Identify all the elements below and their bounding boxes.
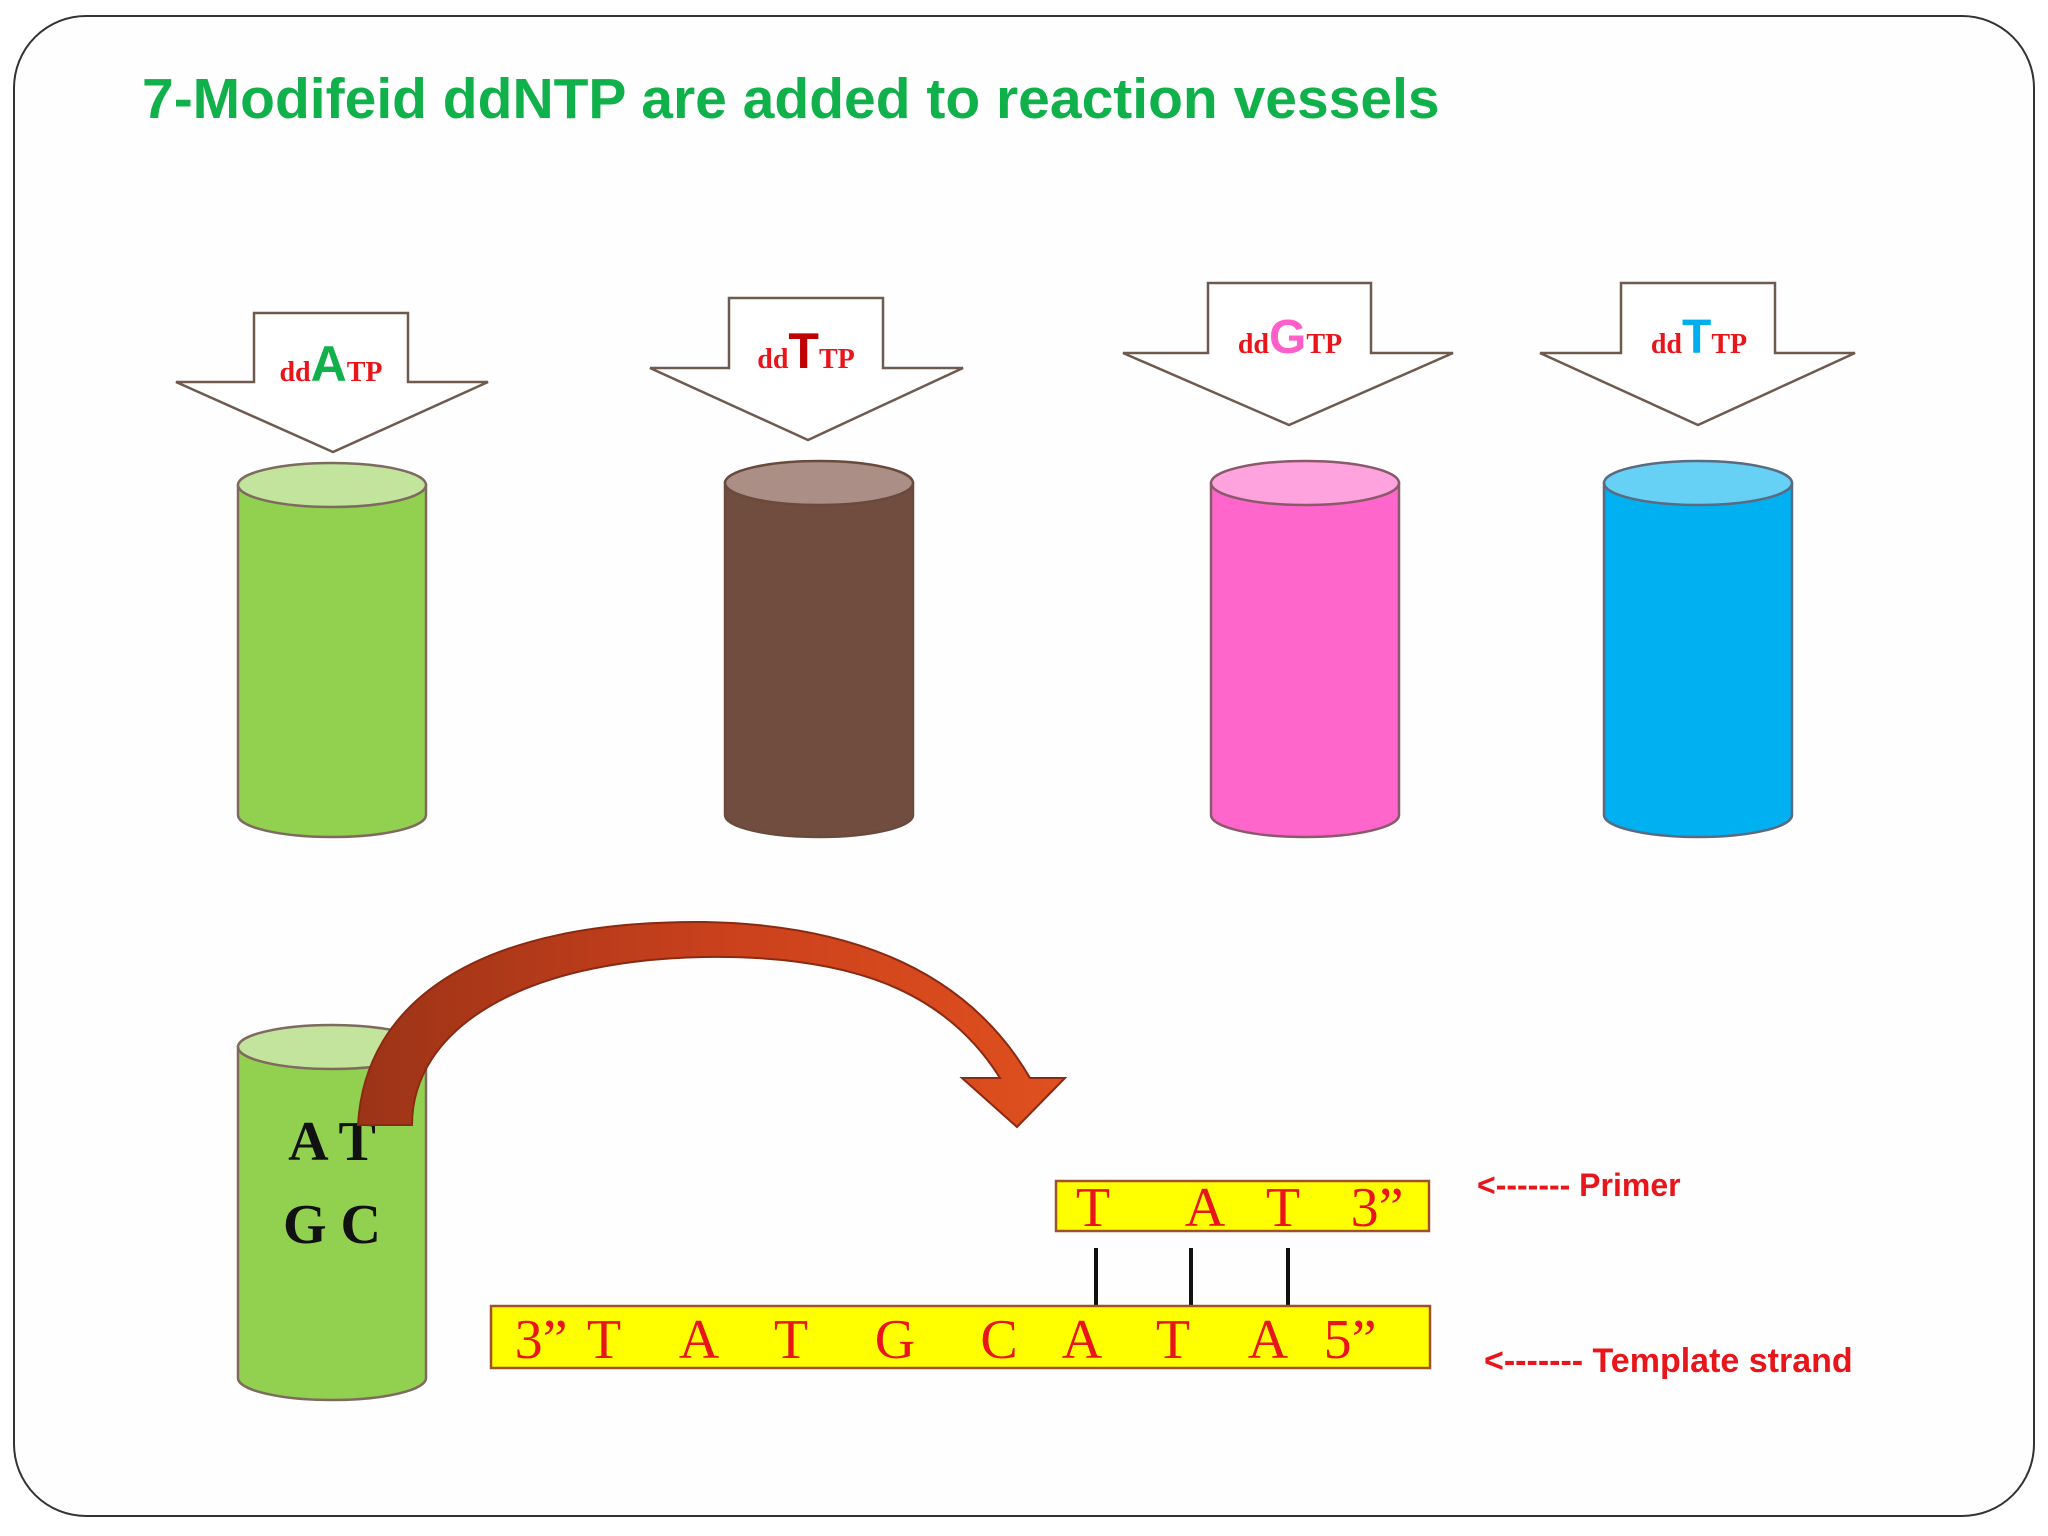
vessel-body — [723, 481, 915, 839]
reaction-vessel — [1602, 459, 1794, 839]
vessel-body — [1602, 481, 1794, 839]
vessel-body — [1209, 481, 1401, 839]
ddntp-base: T — [1682, 311, 1711, 364]
primer-base: 3” — [1351, 1177, 1404, 1239]
ddntp-suffix: TP — [1711, 329, 1747, 360]
reaction-vessel — [1209, 459, 1401, 839]
reaction-vessel — [236, 461, 428, 839]
ddntp-base: A — [311, 336, 347, 392]
nucleotide-mix-vessel: A T G C — [236, 1023, 428, 1402]
template-bar — [489, 1304, 1432, 1370]
template-base: T — [587, 1309, 621, 1371]
curved-transfer-arrow-icon — [356, 920, 1068, 1129]
vessel-top — [236, 461, 428, 509]
template-base: 3” — [515, 1309, 568, 1371]
down-arrow-icon — [175, 311, 489, 454]
vessel-top — [1209, 459, 1401, 507]
vessel-top — [723, 459, 915, 507]
vessel-body — [236, 483, 428, 839]
vessel-group-ddttp-brown: ddTTP — [649, 296, 964, 839]
template-base: C — [980, 1309, 1017, 1371]
ddntp-base: G — [1269, 311, 1306, 364]
down-arrow-icon — [1539, 281, 1856, 427]
reaction-vessel — [723, 459, 915, 839]
ddntp-suffix: TP — [1306, 329, 1342, 360]
slide-frame — [13, 15, 2035, 1517]
ddntp-base: T — [788, 323, 819, 379]
primer-label: <------- Primer — [1477, 1167, 1681, 1203]
template-base: A — [1248, 1309, 1289, 1371]
vessel-group-ddatp: ddATP — [175, 311, 489, 839]
template-strand: 3” T A T G C A T A 5” — [489, 1304, 1432, 1371]
primer-base: A — [1185, 1177, 1226, 1239]
ddntp-prefix: dd — [279, 357, 311, 388]
ddntp-prefix: dd — [1238, 329, 1270, 360]
primer-base: T — [1076, 1177, 1110, 1239]
ddntp-label: ddGTP — [1238, 311, 1342, 364]
ddntp-label: ddTTP — [1651, 311, 1747, 364]
vessel-body — [236, 1045, 428, 1402]
template-base: 5” — [1324, 1309, 1377, 1371]
ddntp-suffix: TP — [819, 344, 855, 375]
ddntp-prefix: dd — [1651, 329, 1683, 360]
ddntp-label: ddTTP — [757, 323, 854, 379]
template-base: A — [679, 1309, 720, 1371]
template-base: T — [1156, 1309, 1190, 1371]
vessel-group-ddgtp: ddGTP — [1122, 281, 1454, 839]
mix-bases-row-2: G C — [283, 1194, 381, 1256]
down-arrow-icon — [1122, 281, 1454, 427]
primer-base: T — [1266, 1177, 1300, 1239]
slide-title: 7-Modifeid ddNTP are added to reaction v… — [142, 67, 1440, 131]
template-base: T — [774, 1309, 808, 1371]
ddntp-prefix: dd — [757, 344, 789, 375]
template-base: A — [1062, 1309, 1103, 1371]
vessel-top — [1602, 459, 1794, 507]
down-arrow-icon — [649, 296, 964, 442]
primer-bar — [1054, 1179, 1431, 1233]
ddntp-suffix: TP — [347, 357, 383, 388]
vessel-group-ddttp-blue: ddTTP — [1539, 281, 1856, 839]
primer-strand: T A T 3” — [1054, 1177, 1431, 1239]
template-strand-label: <------- Template strand — [1484, 1342, 1853, 1380]
ddntp-label: ddATP — [279, 336, 382, 392]
template-base: G — [875, 1309, 915, 1371]
